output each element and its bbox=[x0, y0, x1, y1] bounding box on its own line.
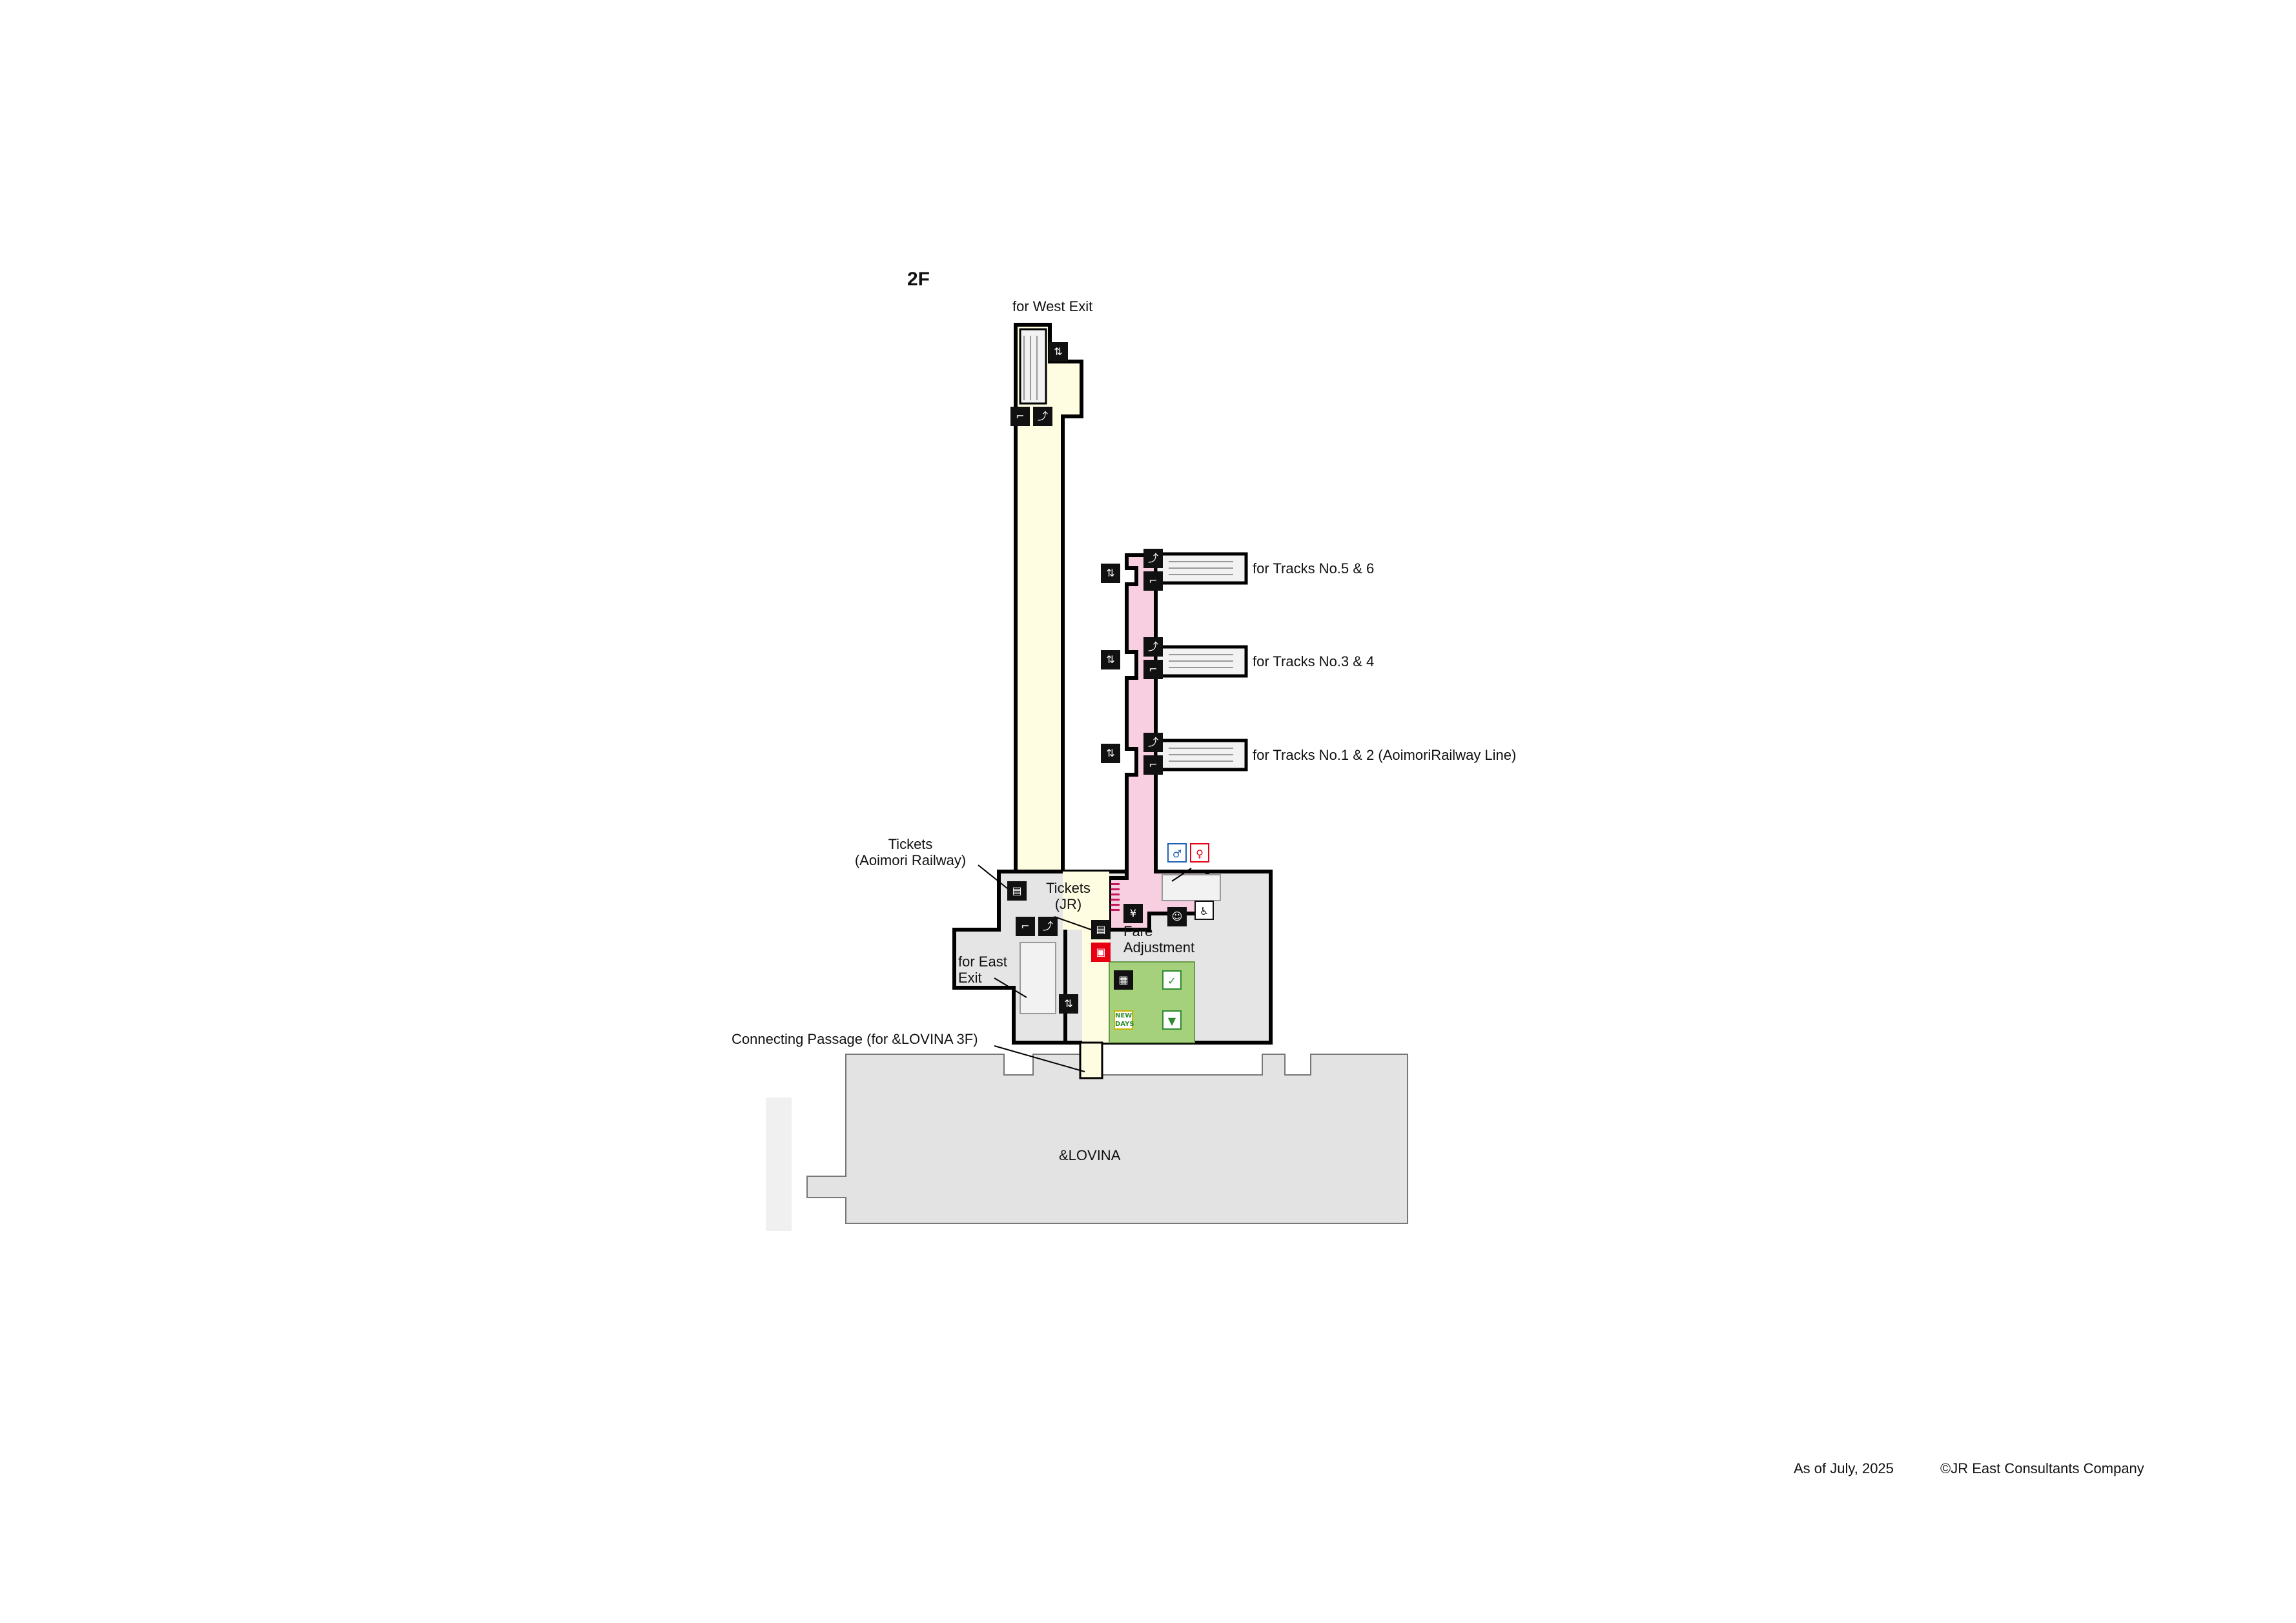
west-corridor bbox=[1014, 323, 1083, 873]
baby-room-icon: ☺ bbox=[1167, 907, 1187, 926]
connecting-passage bbox=[1079, 1041, 1103, 1079]
lovina-building bbox=[766, 1054, 1408, 1231]
connecting-passage-label: Connecting Passage (for &LOVINA 3F) bbox=[732, 1031, 978, 1047]
stairs-icon: ⌐ bbox=[1143, 755, 1163, 775]
east-exit-label: for East Exit bbox=[958, 954, 1007, 986]
lovina-annex bbox=[766, 1097, 792, 1231]
west-exit-label: for West Exit bbox=[1012, 298, 1093, 314]
fare-line1: Fare bbox=[1123, 923, 1153, 939]
floor-label: 2F bbox=[907, 269, 930, 290]
tickets-jr-line2: (JR) bbox=[1054, 896, 1082, 912]
east-exit-line1: for East bbox=[958, 954, 1007, 970]
toilet-women-icon: ♀ bbox=[1190, 843, 1209, 863]
platform-branches bbox=[1154, 552, 1248, 771]
as-of-date: As of July, 2025 bbox=[1794, 1460, 1894, 1476]
stairs-icon: ⌐ bbox=[1143, 660, 1163, 679]
escalator-icon: ⤴ bbox=[1033, 407, 1052, 426]
escalator-icon: ⤴ bbox=[1143, 549, 1163, 568]
stairs-icon: ⌐ bbox=[1143, 571, 1163, 591]
tracks-1-2-label: for Tracks No.1 & 2 (AoimoriRailway Line… bbox=[1253, 747, 1517, 763]
tickets-jr-line1: Tickets bbox=[1046, 880, 1091, 896]
east-exit-line2: Exit bbox=[958, 970, 982, 986]
escalator-icon: ⤴ bbox=[1143, 733, 1163, 752]
elevator-icon: ⇅ bbox=[1049, 342, 1068, 362]
stairs-icon: ⌐ bbox=[1016, 917, 1035, 936]
east-exit-stairs bbox=[1020, 942, 1056, 1014]
elevator-icon: ⇅ bbox=[1059, 994, 1078, 1014]
leader-lines bbox=[978, 864, 1192, 1072]
escalator-icon: ⤴ bbox=[1038, 917, 1058, 936]
tickets-aoimori-label: Tickets (Aoimori Railway) bbox=[846, 836, 975, 868]
accessible-toilet-icon: ♿ bbox=[1194, 901, 1214, 920]
ticket-machine-icon: ▤ bbox=[1007, 881, 1027, 901]
bus-icon: ▣ bbox=[1091, 943, 1111, 962]
tickets-aoimori-line2: (Aoimori Railway) bbox=[854, 852, 967, 868]
toilet-corridor bbox=[1162, 874, 1221, 901]
toilet-men-icon: ♂ bbox=[1167, 843, 1187, 863]
coin-locker-icon: ▦ bbox=[1114, 970, 1133, 990]
fare-line2: Adjustment bbox=[1123, 939, 1195, 955]
atm-icon: ✓ bbox=[1162, 970, 1182, 990]
elevator-icon: ⇅ bbox=[1101, 650, 1120, 669]
lovina-label: &LOVINA bbox=[1059, 1147, 1121, 1163]
shop-icon: ▼ bbox=[1162, 1010, 1182, 1030]
tickets-aoimori-line1: Tickets bbox=[888, 836, 933, 852]
fare-adjustment-icon: ¥ bbox=[1123, 904, 1143, 923]
elevator-icon: ⇅ bbox=[1101, 744, 1120, 763]
ticket-gate-marker bbox=[1111, 883, 1120, 911]
tracks-3-4-label: for Tracks No.3 & 4 bbox=[1253, 653, 1375, 669]
escalator-icon: ⤴ bbox=[1143, 637, 1163, 657]
ticket-machine-icon: ▤ bbox=[1091, 920, 1111, 939]
fare-adjustment-label: Fare Adjustment bbox=[1123, 923, 1194, 955]
lovina-block bbox=[806, 1054, 1408, 1224]
stairs-icon: ⌐ bbox=[1010, 407, 1030, 426]
copyright: ©JR East Consultants Company bbox=[1940, 1460, 2144, 1476]
tracks-5-6-label: for Tracks No.5 & 6 bbox=[1253, 560, 1375, 577]
tickets-jr-label: Tickets (JR) bbox=[1041, 880, 1096, 912]
elevator-icon: ⇅ bbox=[1101, 564, 1120, 583]
